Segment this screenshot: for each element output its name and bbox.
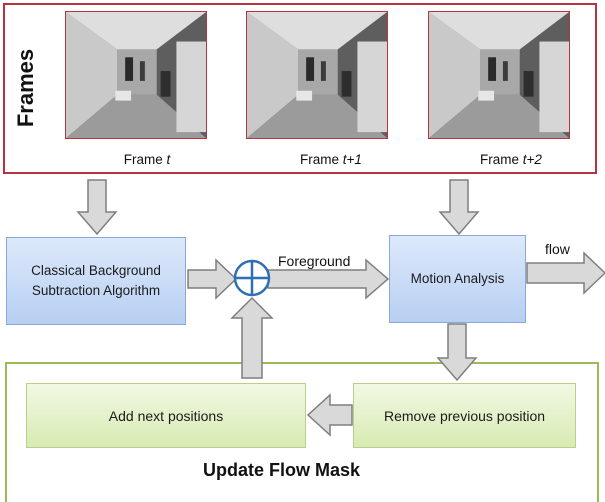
remove-previous-position-label: Remove previous position: [383, 407, 546, 424]
arrow-frames-to-motion: [438, 179, 480, 236]
update-flow-mask-title: Update Flow Mask: [203, 460, 361, 480]
foreground-label: Foreground: [278, 253, 351, 269]
update-flow-mask-panel: [5, 362, 599, 502]
frame-t-image: [65, 11, 207, 139]
frame-t-caption: Frame t: [123, 152, 171, 167]
add-next-positions-label: Add next positions: [108, 407, 224, 424]
arrow-subtraction-to-sum: [187, 258, 238, 300]
arrow-remove-to-add: [306, 393, 353, 437]
remove-previous-position-box: Remove previous position: [353, 383, 576, 448]
background-subtraction-line2: Subtraction Algorithm: [31, 283, 161, 298]
arrow-foreground: [267, 258, 390, 300]
arrow-flow: [526, 251, 605, 295]
frame-t-plus-1-image: [246, 11, 388, 139]
arrow-frames-to-subtraction: [76, 179, 118, 236]
background-subtraction-box: Classical Background Subtraction Algorit…: [6, 237, 186, 325]
frame-t-plus-1-caption: Frame t+1: [300, 152, 362, 167]
flow-arrows: [76, 179, 605, 437]
flow-label: flow: [545, 241, 570, 257]
frame-t-plus-2-caption: Frame t+2: [480, 152, 542, 167]
frame-t-plus-2-image: [428, 11, 570, 139]
frames-panel: [3, 3, 597, 174]
motion-analysis-label: Motion Analysis: [410, 271, 505, 287]
arrow-motion-to-remove: [436, 323, 478, 382]
motion-analysis-box: Motion Analysis: [389, 235, 526, 323]
sum-node-icon: [233, 259, 271, 297]
add-next-positions-box: Add next positions: [26, 383, 306, 448]
arrow-feedback-to-sum: [230, 296, 274, 379]
background-subtraction-line1: Classical Background: [31, 263, 161, 279]
